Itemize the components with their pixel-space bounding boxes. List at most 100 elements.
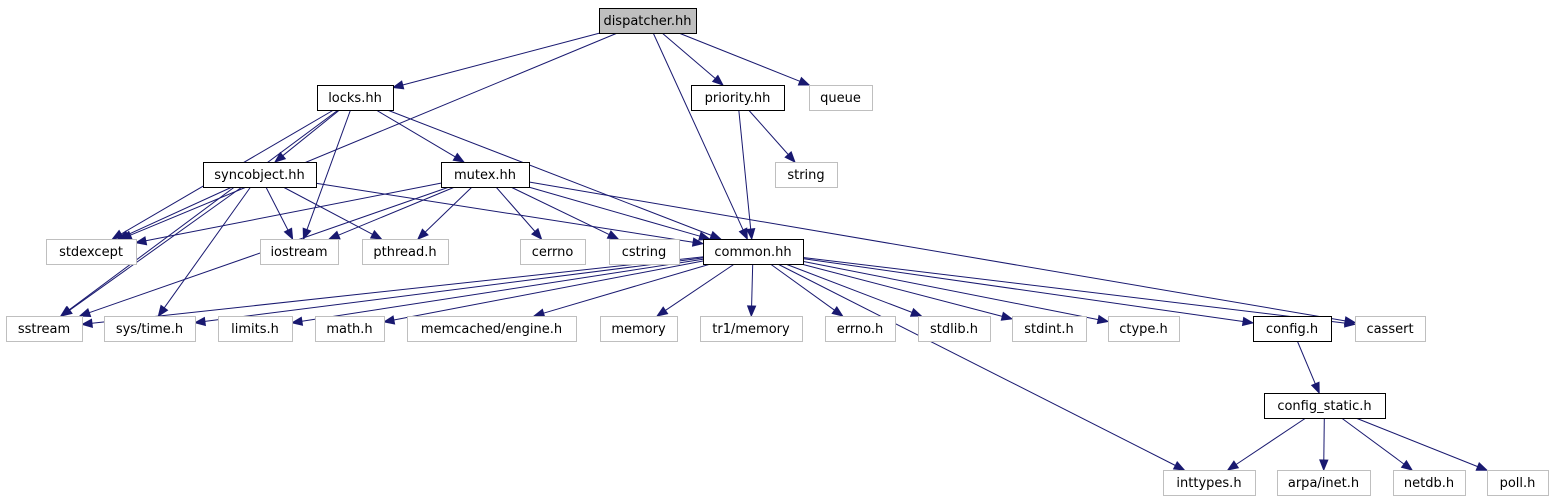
node-label: arpa/inet.h bbox=[1288, 476, 1359, 491]
node-config-static-h[interactable]: config_static.h bbox=[1264, 393, 1386, 419]
node-box bbox=[1355, 316, 1426, 342]
node-label: config.h bbox=[1266, 322, 1318, 337]
edge-locks-hh-to-syncobject-hh bbox=[282, 109, 340, 157]
edge-dispatcher-hh-to-stdexcept bbox=[130, 32, 618, 236]
edge-common-hh-to-memcached-engine-h bbox=[543, 263, 711, 314]
node-label: inttypes.h bbox=[1176, 476, 1241, 491]
node-box bbox=[775, 162, 838, 188]
node-box bbox=[1277, 470, 1371, 496]
edge-mutex-hh-to-cerrno-arrowhead bbox=[531, 227, 543, 241]
edge-common-hh-to-memory-arrowhead bbox=[655, 306, 669, 317]
edge-common-hh-to-tr1-memory-arrowhead bbox=[746, 305, 757, 318]
edge-syncobject-hh-to-stdexcept bbox=[127, 186, 233, 236]
edge-config-static-h-to-netdb-h bbox=[1341, 417, 1405, 465]
node-box bbox=[1253, 316, 1332, 342]
edge-common-hh-to-tr1-memory bbox=[751, 263, 754, 307]
edge-config-static-h-to-netdb-h-arrowhead bbox=[1400, 459, 1414, 471]
edge-syncobject-hh-to-iostream bbox=[265, 186, 289, 231]
edge-mutex-hh-to-cstring-arrowhead bbox=[606, 230, 620, 240]
node-box bbox=[260, 239, 339, 265]
edge-syncobject-hh-to-sys-time-h-arrowhead bbox=[157, 304, 169, 318]
node-box bbox=[691, 85, 785, 111]
edge-locks-hh-to-syncobject-hh-arrowhead bbox=[273, 151, 287, 163]
node-box bbox=[1393, 470, 1466, 496]
edge-common-hh-to-config-h bbox=[802, 258, 1244, 322]
edge-mutex-hh-to-iostream-arrowhead bbox=[327, 230, 341, 240]
node-box bbox=[104, 316, 196, 342]
edge-mutex-hh-to-common-hh bbox=[528, 186, 701, 237]
edge-syncobject-hh-to-common-hh bbox=[315, 182, 694, 243]
edge-dispatcher-hh-to-queue bbox=[678, 32, 801, 82]
node-label: common.hh bbox=[714, 245, 791, 260]
edge-syncobject-hh-to-pthread-h-arrowhead bbox=[369, 229, 383, 240]
edge-mutex-hh-to-cerrno bbox=[495, 186, 536, 232]
edge-priority-hh-to-common-hh bbox=[738, 109, 752, 230]
node-memcached-engine-h: memcached/engine.h bbox=[407, 316, 577, 342]
edge-locks-hh-to-sstream bbox=[68, 109, 339, 311]
edge-common-hh-to-errno-h-arrowhead bbox=[831, 306, 844, 317]
node-label: cassert bbox=[1366, 322, 1413, 337]
node-locks-hh[interactable]: locks.hh bbox=[317, 85, 394, 111]
node-box bbox=[1108, 316, 1180, 342]
edge-priority-hh-to-common-hh-arrowhead bbox=[746, 228, 756, 241]
edge-common-hh-to-limits-h-arrowhead bbox=[290, 316, 304, 326]
edge-common-hh-to-sys-time-h-arrowhead bbox=[193, 316, 206, 327]
edge-mutex-hh-to-iostream bbox=[338, 186, 455, 236]
edge-common-hh-to-limits-h bbox=[301, 258, 704, 322]
edge-common-hh-to-inttypes-h bbox=[777, 263, 1176, 466]
node-label: memcached/engine.h bbox=[421, 322, 562, 337]
node-syncobject-hh[interactable]: syncobject.hh bbox=[203, 162, 317, 188]
node-common-hh[interactable]: common.hh bbox=[703, 239, 804, 265]
edge-common-hh-to-math-h-arrowhead bbox=[382, 315, 396, 325]
node-box bbox=[1264, 393, 1386, 419]
edge-common-hh-to-cassert-arrowhead bbox=[1344, 318, 1357, 328]
edge-common-hh-to-stdint-h bbox=[800, 263, 1003, 317]
node-label: queue bbox=[820, 91, 861, 106]
edge-common-hh-to-stdint-h-arrowhead bbox=[1000, 311, 1014, 321]
edge-mutex-hh-to-cassert bbox=[528, 181, 1346, 322]
node-stdint-h: stdint.h bbox=[1012, 316, 1087, 342]
node-label: pthread.h bbox=[373, 245, 436, 260]
edge-common-hh-to-config-h-arrowhead bbox=[1241, 316, 1255, 327]
node-config-h[interactable]: config.h bbox=[1253, 316, 1332, 342]
edge-dispatcher-hh-to-common-hh-arrowhead bbox=[738, 227, 748, 241]
edge-locks-hh-to-mutex-hh-arrowhead bbox=[452, 152, 466, 163]
node-box bbox=[1012, 316, 1087, 342]
node-box bbox=[203, 162, 317, 188]
node-box bbox=[46, 239, 137, 265]
edge-syncobject-hh-to-sstream bbox=[69, 186, 243, 311]
node-box bbox=[317, 85, 394, 111]
edge-common-hh-to-cassert bbox=[802, 257, 1346, 324]
node-dispatcher-hh[interactable]: dispatcher.hh bbox=[599, 8, 697, 34]
node-box bbox=[315, 316, 385, 342]
node-mutex-hh[interactable]: mutex.hh bbox=[441, 162, 530, 188]
node-box bbox=[362, 239, 449, 265]
node-box bbox=[809, 85, 873, 111]
node-pthread-h: pthread.h bbox=[362, 239, 449, 265]
edge-config-static-h-to-inttypes-h bbox=[1235, 417, 1307, 465]
edge-dispatcher-hh-to-locks-hh bbox=[402, 32, 601, 86]
node-stdlib-h: stdlib.h bbox=[918, 316, 991, 342]
node-label: sys/time.h bbox=[116, 322, 183, 337]
edge-config-static-h-to-poll-h-arrowhead bbox=[1475, 462, 1489, 471]
node-poll-h: poll.h bbox=[1487, 470, 1549, 496]
edge-mutex-hh-to-sstream-arrowhead bbox=[78, 308, 92, 318]
node-box bbox=[609, 239, 680, 265]
node-label: iostream bbox=[270, 245, 327, 260]
edge-mutex-hh-to-cstring bbox=[510, 186, 610, 236]
node-label: cerrno bbox=[532, 245, 574, 260]
node-sstream: sstream bbox=[6, 316, 83, 342]
node-label: config_static.h bbox=[1277, 399, 1371, 414]
node-math-h: math.h bbox=[315, 316, 385, 342]
node-box bbox=[600, 316, 678, 342]
node-label: sstream bbox=[18, 322, 70, 337]
edge-mutex-hh-to-pthread-h bbox=[424, 186, 473, 233]
node-label: mutex.hh bbox=[454, 168, 516, 183]
node-label: stdlib.h bbox=[930, 322, 978, 337]
node-priority-hh[interactable]: priority.hh bbox=[691, 85, 785, 111]
node-cassert: cassert bbox=[1355, 316, 1426, 342]
edge-common-hh-to-inttypes-h-arrowhead bbox=[1172, 461, 1186, 471]
edge-common-hh-to-ctype-h bbox=[802, 260, 1099, 321]
node-label: cstring bbox=[622, 245, 666, 260]
